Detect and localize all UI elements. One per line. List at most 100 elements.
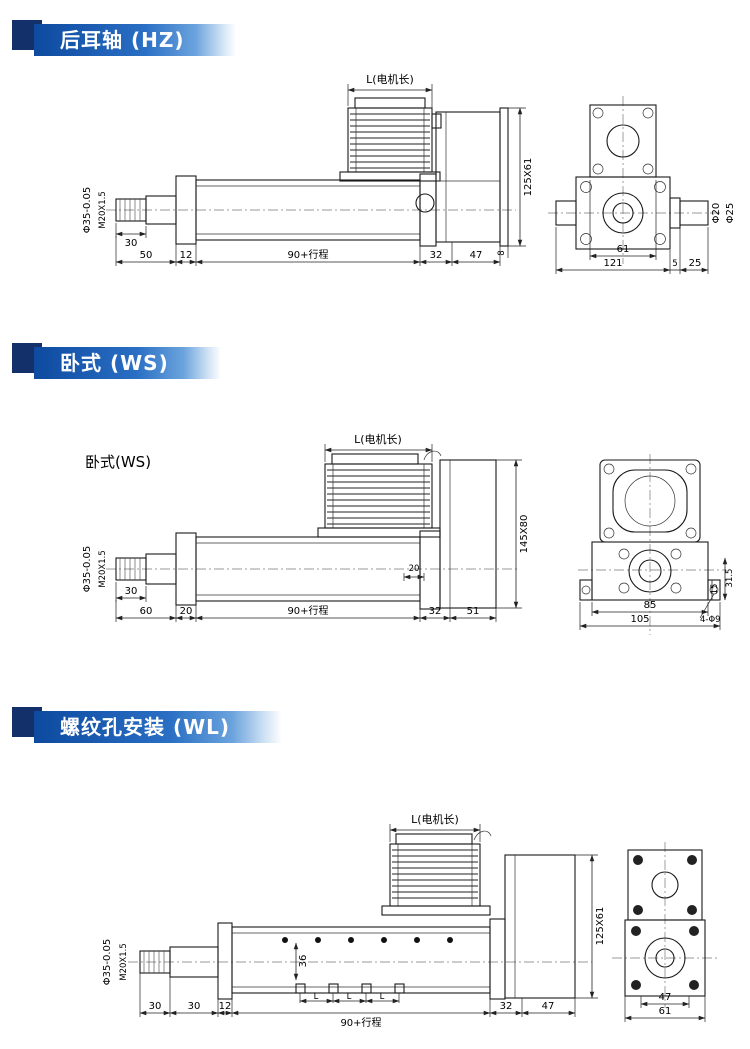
dim-32: 32 — [500, 1001, 513, 1012]
hz-flange-dim: 125X61 — [508, 107, 534, 247]
port-circle — [415, 193, 435, 213]
dim-motor-length: L(电机长) — [411, 812, 459, 826]
ws-bottom-dims: 60 20 90+行程 32 51 — [115, 600, 497, 622]
dim-rod-dia: Φ35-0.05 — [102, 939, 113, 985]
dim-31-5: 31.5 — [725, 569, 735, 588]
dim-thread-spec: M20X1.5 — [98, 191, 108, 229]
dim-20: 20 — [180, 606, 193, 617]
motor-assembly — [339, 97, 442, 182]
gearbox-housing — [504, 854, 576, 999]
cylinder-body — [175, 530, 441, 610]
threaded-holes — [282, 937, 453, 943]
dim-85: 85 — [644, 600, 657, 611]
dim-stroke: 90+行程 — [340, 1016, 381, 1029]
dim-holes: 4-Φ9 — [700, 615, 721, 625]
ws-motor-length-dim: L(电机长) — [324, 432, 433, 462]
dim-motor-length: L(电机长) — [366, 72, 414, 86]
dim-stroke: 90+行程 — [287, 604, 328, 617]
wl-hole-spacing-dim: 36 — [293, 942, 309, 981]
hz-thread-length-dim: 30 — [115, 223, 147, 249]
banner-bar: 后耳轴 (HZ) — [34, 24, 237, 56]
wl-drawing: L(电机长) 125X61 Φ35-0.05 M20X1.5 36 L L L — [102, 812, 718, 1029]
dim-flange-size: 125X61 — [595, 907, 606, 946]
motor-assembly — [381, 830, 492, 916]
wl-bottom-dims: 30 30 12 90+行程 32 47 — [139, 973, 576, 1029]
dim-47: 47 — [542, 1001, 555, 1012]
dim-105: 105 — [630, 614, 649, 625]
piston-rod — [139, 946, 219, 978]
dim-61: 61 — [617, 244, 630, 255]
cylinder-body — [217, 918, 506, 1000]
piston-rod — [115, 553, 177, 585]
dim-rod-dia: Φ35-0.05 — [82, 546, 93, 592]
ws-view-label: 卧式(WS) — [85, 453, 151, 471]
motor-mount-plate — [317, 527, 441, 538]
dim-47: 47 — [470, 250, 483, 261]
piston-rod — [115, 195, 177, 225]
ws-thread-length-dim: 30 — [115, 582, 147, 602]
dim-stroke: 90+行程 — [287, 248, 328, 261]
dim-12: 12 — [219, 1001, 232, 1012]
dim-motor-length: L(电机长) — [354, 432, 402, 446]
motor-mount-plate — [381, 905, 491, 916]
dim-47: 47 — [659, 992, 672, 1003]
ws-end-view: 85 105 4-Φ9 15 31.5 — [578, 454, 735, 635]
motor-cable — [473, 830, 492, 841]
ws-port-dim: 20 — [403, 564, 425, 581]
dim-8: 8 — [497, 250, 507, 255]
section-title-wl: 螺纹孔安装 (WL) — [60, 715, 231, 739]
dim-36: 36 — [298, 955, 309, 968]
dim-flange-size: 145X80 — [519, 515, 530, 554]
dim-L1: L — [314, 992, 319, 1002]
mount-foot-right — [707, 579, 721, 601]
dim-51: 51 — [467, 606, 480, 617]
wl-tab-spacing-dims: L L L — [299, 992, 400, 1004]
dim-60: 60 — [140, 606, 153, 617]
dim-50: 50 — [140, 250, 153, 261]
dim-30b: 30 — [188, 1001, 201, 1012]
dim-pin-dia-25: Φ25 — [725, 203, 736, 224]
dim-thread-spec: M20X1.5 — [119, 943, 129, 981]
hz-motor-length-dim: L(电机长) — [347, 72, 433, 112]
trunnion-pin-left — [555, 200, 577, 226]
dim-5: 5 — [672, 259, 677, 269]
gearbox-housing — [439, 459, 497, 609]
dim-32: 32 — [429, 606, 442, 617]
foot-hole — [581, 585, 591, 595]
dim-25: 25 — [689, 258, 702, 269]
dim-thread-spec: M20X1.5 — [98, 550, 108, 588]
motor-assembly — [317, 450, 442, 538]
dim-121: 121 — [603, 258, 622, 269]
wl-end-view: 47 61 — [612, 842, 718, 1022]
ws-flange-dim: 145X80 — [496, 459, 530, 609]
dim-30a: 30 — [149, 1001, 162, 1012]
ws-drawing: 卧式(WS) — [82, 432, 735, 635]
mount-tabs — [295, 983, 405, 994]
section-title-hz: 后耳轴 (HZ) — [60, 28, 185, 52]
dim-L2: L — [347, 992, 352, 1002]
dim-rod-dia: Φ35-0.05 — [82, 187, 93, 233]
hz-drawing: L(电机长) 125X61 Φ35-0.05 M20X1.5 30 50 12 — [82, 72, 736, 274]
dim-30: 30 — [125, 586, 138, 597]
hz-bottom-dims: 50 12 90+行程 32 47 8 — [115, 236, 509, 266]
dim-15: 15 — [710, 584, 720, 595]
dim-12: 12 — [180, 250, 193, 261]
cylinder-body — [175, 173, 437, 247]
mount-foot-left — [579, 579, 593, 601]
section-title-ws: 卧式 (WS) — [60, 351, 169, 375]
dim-flange-size: 125X61 — [523, 158, 534, 197]
dim-pin-dia-20: Φ20 — [711, 203, 722, 224]
wl-flange-dim: 125X61 — [575, 854, 606, 999]
gearbox-housing — [435, 107, 509, 247]
trunnion-pin-right — [679, 200, 709, 226]
dim-L3: L — [380, 992, 385, 1002]
motor-cable — [423, 450, 442, 461]
banner-bar: 螺纹孔安装 (WL) — [34, 711, 283, 743]
hz-end-view: Φ20 Φ25 61 121 5 25 — [548, 96, 736, 274]
dim-32: 32 — [430, 250, 443, 261]
dim-61: 61 — [659, 1006, 672, 1017]
banner-bar: 卧式 (WS) — [34, 347, 221, 379]
dim-30: 30 — [125, 238, 138, 249]
dim-20-port: 20 — [409, 564, 420, 574]
